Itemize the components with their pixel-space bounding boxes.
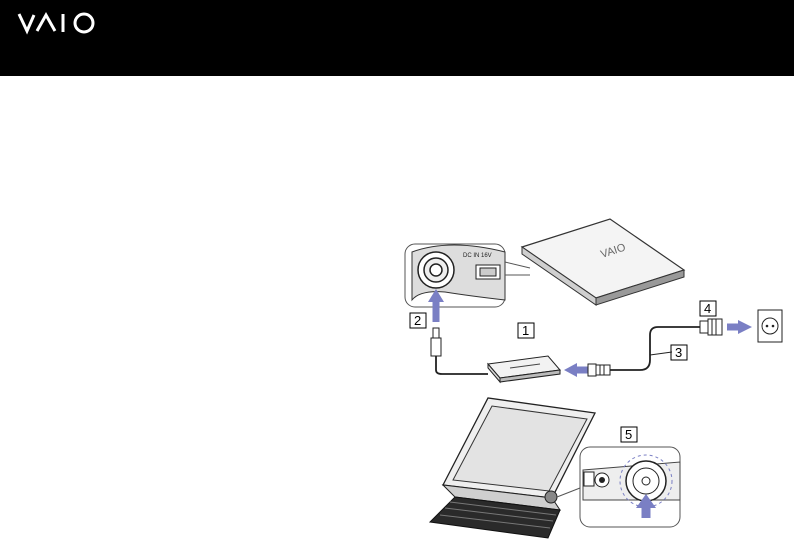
callout-3-label: 3: [675, 345, 682, 360]
dc-plug: [431, 328, 441, 356]
dc-cable: [436, 356, 488, 374]
dc-in-port-inset: DC IN 16V: [405, 244, 505, 307]
callout-5-label: 5: [625, 427, 632, 442]
callout-1-label: 1: [522, 323, 529, 338]
callout-2-label: 2: [414, 313, 421, 328]
power-switch-inset: [580, 447, 680, 527]
callout-5: 5: [621, 427, 637, 442]
ac-adapter: [488, 356, 560, 382]
wall-plug: [700, 319, 722, 335]
callout-2: 2: [410, 313, 426, 328]
callout-1: 1: [518, 323, 534, 338]
arrow-left-head: [564, 363, 577, 377]
closed-laptop: VAIO: [522, 219, 684, 305]
callout-4: 4: [700, 301, 716, 316]
wall-outlet: [758, 310, 782, 342]
arrow-right-head: [738, 320, 752, 334]
port-label: DC IN 16V: [463, 253, 492, 259]
power-cord-connector: [588, 364, 610, 376]
callout-3: 3: [671, 345, 687, 360]
open-laptop: [430, 398, 595, 538]
callout-4-label: 4: [704, 301, 711, 316]
